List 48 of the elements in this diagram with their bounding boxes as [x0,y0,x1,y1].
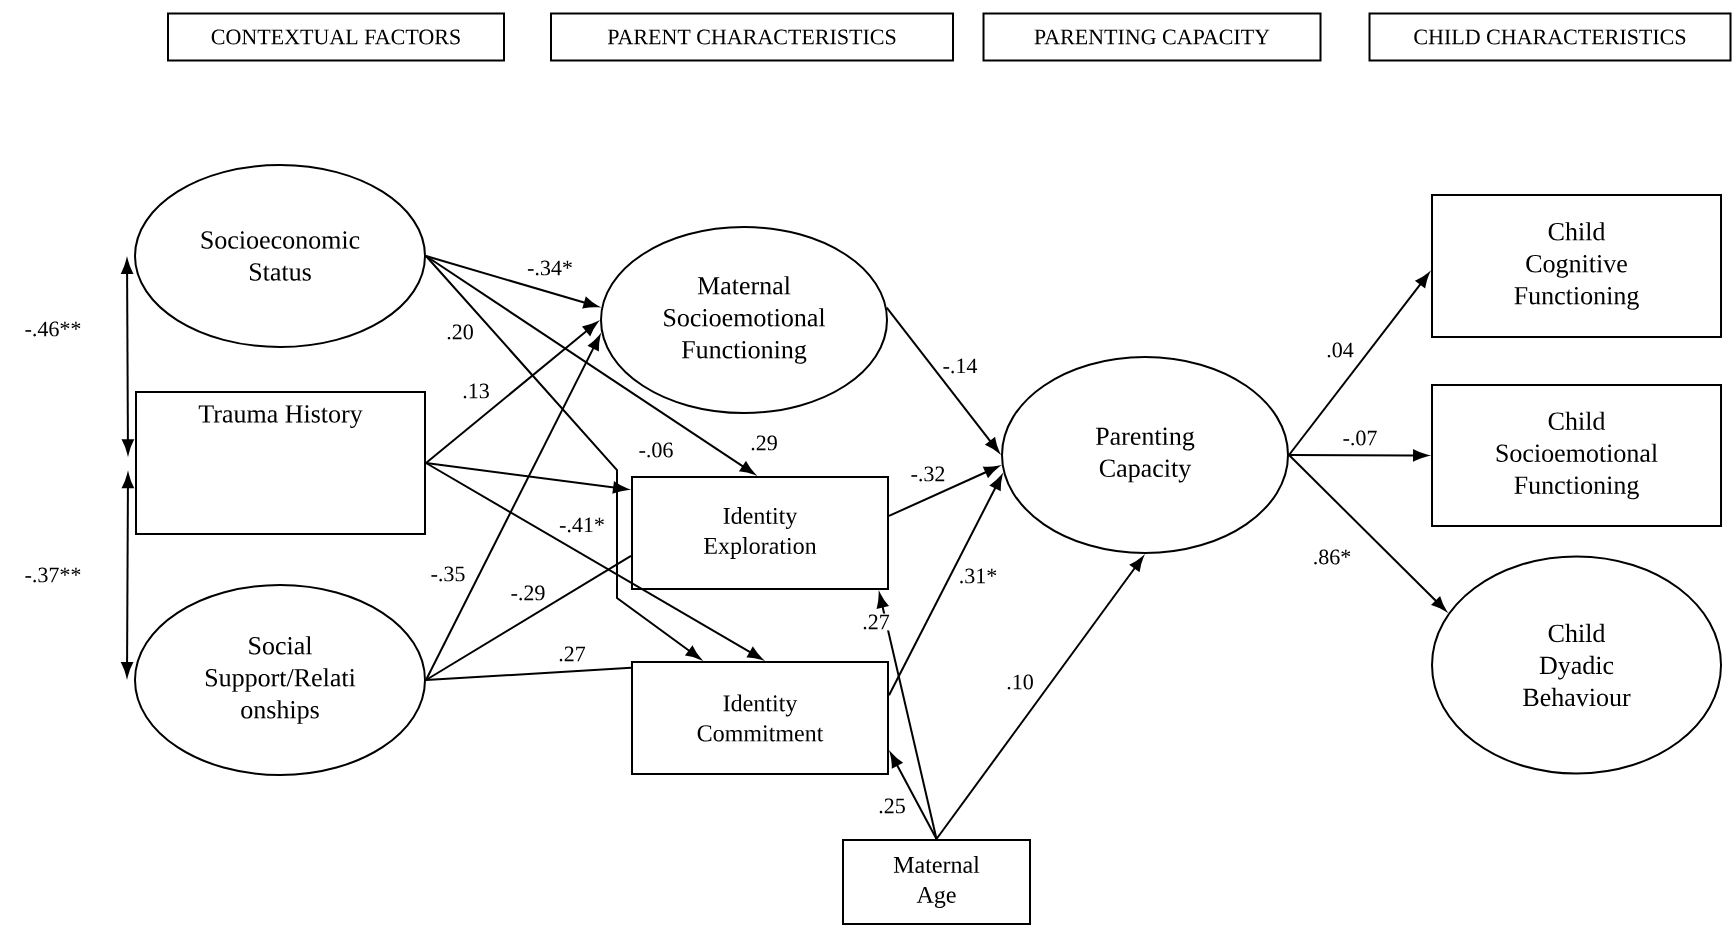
arrow [888,475,1003,697]
observed-variable-box: Child Cognitive Functioning [1431,194,1722,338]
arrow [1288,454,1447,612]
path-coefficient: .10 [1005,673,1035,691]
path-coefficient: .20 [445,323,475,341]
path-line [425,554,632,681]
header-box: CHILD CHARACTERISTICS [1368,12,1732,62]
correlation-arrow [121,473,134,677]
arrow [425,462,763,660]
arrow [935,556,1144,840]
arrow [425,255,755,475]
arrow [890,752,938,840]
path-coefficient: -.46** [23,320,83,338]
path-coefficient: -.41* [558,516,606,534]
arrow [425,335,601,681]
header-box: CONTEXTUAL FACTORS [167,12,505,62]
path-coefficient: -.07 [1341,429,1379,447]
header-box: PARENTING CAPACITY [982,12,1322,62]
arrow [425,255,701,660]
path-coefficient: -.14 [941,357,979,375]
path-coefficient: .04 [1325,341,1355,359]
arrow [1288,272,1430,456]
arrow [888,465,999,517]
path-coefficient: .29 [749,434,779,452]
path-coefficient: .86* [1311,548,1353,566]
path-coefficient: -.35 [429,565,467,583]
arrow [425,255,599,309]
observed-variable-box: Child Socioemotional Functioning [1431,384,1722,527]
path-line [425,666,632,681]
header-box: PARENT CHARACTERISTICS [550,12,954,62]
path-coefficient: -.37** [23,566,83,584]
observed-variable-box: Maternal Age [842,839,1031,925]
path-coefficient: .31* [957,567,999,585]
observed-variable-box: Trauma History [135,391,426,535]
arrow [425,321,598,464]
correlation-arrow [121,259,134,454]
observed-variable-box: Identity Exploration [631,476,889,590]
path-coefficient: .27 [557,645,587,663]
path-coefficient: .13 [461,382,491,400]
path-coefficient: .25 [877,797,907,815]
path-coefficient: -.29 [509,584,547,602]
arrow [885,306,1000,453]
arrow [876,593,938,840]
path-coefficient: .27 [861,613,891,631]
path-coefficient: -.32 [909,465,947,483]
path-coefficient: -.06 [637,441,675,459]
observed-variable-box: Identity Commitment [631,661,889,775]
path-coefficient: -.34* [526,259,574,277]
